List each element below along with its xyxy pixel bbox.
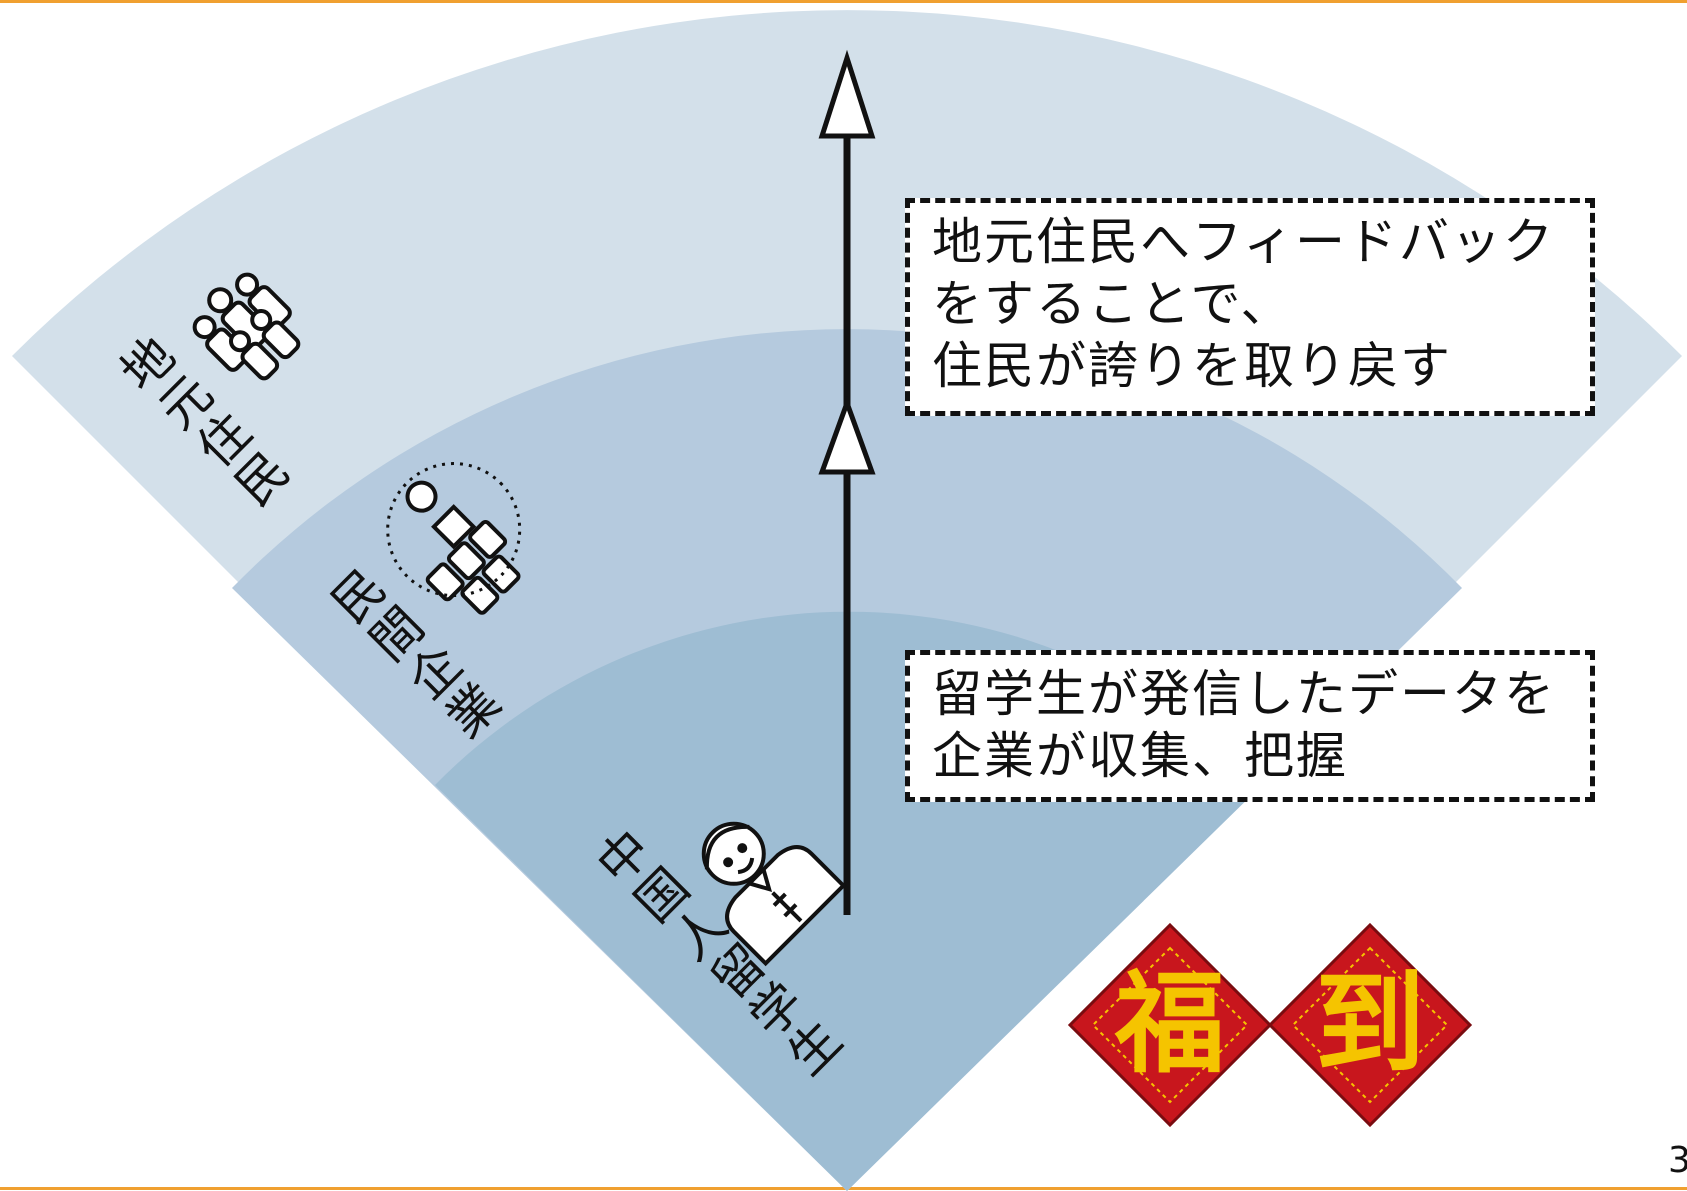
callout-bottom-line-1: 留学生が発信したデータを	[932, 665, 1556, 723]
callout-top-line-3: 住民が誇りを取り戻す	[932, 337, 1452, 395]
bottom-accent-rule	[0, 1187, 1687, 1190]
fu-char: 福	[1114, 960, 1225, 1088]
callout-bottom-line-2: 企業が収集、把握	[932, 727, 1348, 785]
student-person-icon	[701, 821, 847, 967]
arrow-head-upper	[818, 49, 876, 139]
page-number: 3	[1668, 1140, 1687, 1181]
callout-top-line-2: をすることで、	[932, 275, 1293, 333]
callout-data-collection: 留学生が発信したデータを 企業が収集、把握	[905, 650, 1595, 802]
arrow-head-lower	[818, 395, 876, 475]
residents-group-icon	[192, 272, 301, 381]
callout-top-line-1: 地元住民へフィードバック	[932, 213, 1555, 271]
top-accent-rule	[0, 0, 1687, 3]
dao-char: 到	[1315, 960, 1425, 1088]
fu-dao-decoration: 福 到	[1067, 922, 1473, 1128]
companies-buildings-icon	[386, 462, 522, 615]
callout-feedback-residents: 地元住民へフィードバック をすることで、 住民が誇りを取り戻す	[905, 198, 1595, 416]
